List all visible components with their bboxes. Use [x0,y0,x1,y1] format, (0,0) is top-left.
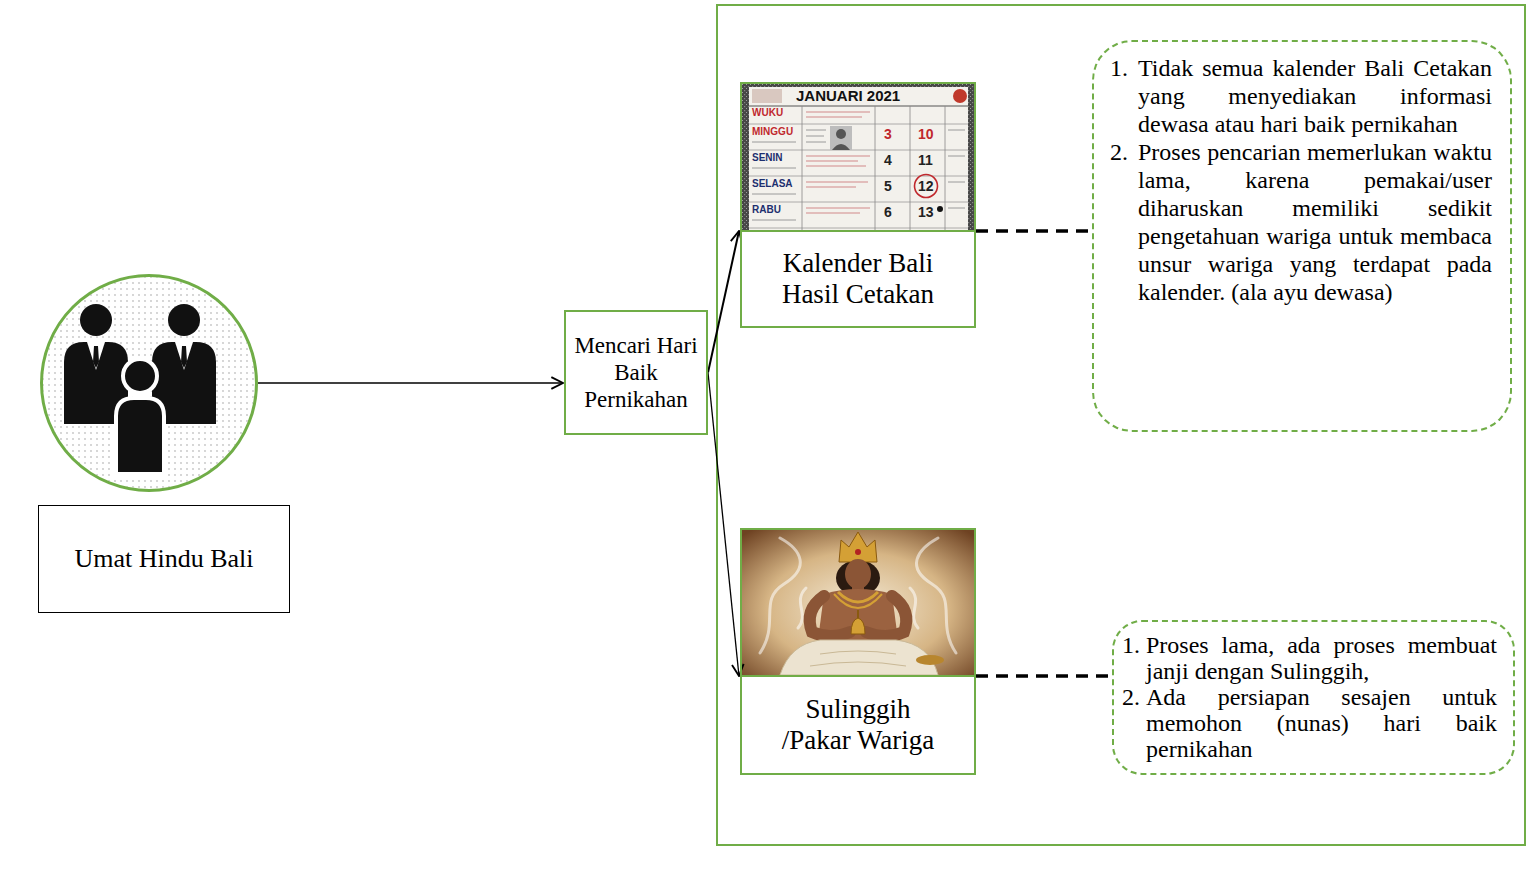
list-number: 2. [1122,684,1146,762]
list-item: Proses pencarian memerlukan waktu lama, … [1138,138,1492,306]
date-number: 12 [918,179,934,193]
people-icon [43,277,255,489]
date-number: 13 [918,205,934,219]
image-slot [742,530,974,675]
calendar-text: SENIN [752,153,783,163]
caption-area: Kalender Bali Hasil Cetakan [742,230,974,326]
date-number: 4 [884,153,892,167]
calendar-text: WUKU [752,108,783,118]
calendar-text: RABU [752,205,781,215]
list-number: 1. [1110,54,1138,138]
group-frame [717,5,1525,845]
list-grid: 1.Tidak semua kalender Bali Cetakan yang… [1110,54,1492,306]
node-label: Sulinggih /Pakar Wariga [771,694,946,756]
list-item: Proses lama, ada proses membuat janji de… [1146,632,1497,684]
source-box: Sulinggih /Pakar Wariga [740,528,976,775]
date-number: 3 [884,127,892,141]
list-item: Tidak semua kalender Bali Cetakan yang m… [1138,54,1492,138]
label-box: Umat Hindu Bali [38,505,290,613]
node-label: Kalender Bali Hasil Cetakan [771,248,946,310]
calendar-text: JANUARI 2021 [796,88,900,103]
node-label: Umat Hindu Bali [74,544,253,574]
list-item: Ada persiapan sesajen untuk memohon (nun… [1146,684,1497,762]
calendar-text: MINGGU [752,127,793,137]
process-box: Mencari Hari Baik Pernikahan [564,310,708,435]
arrow-connector [708,231,739,373]
list-grid: 1.Proses lama, ada proses membuat janji … [1122,632,1497,762]
note-box: 1.Proses lama, ada proses membuat janji … [1112,620,1515,775]
arrow-connector [708,373,739,677]
calendar-photo [740,82,976,230]
date-number: 6 [884,205,892,219]
date-number: 5 [884,179,892,193]
list-number: 2. [1110,138,1138,306]
date-number: 11 [918,153,933,167]
node-label: Mencari Hari Baik Pernikahan [572,332,700,413]
source-box: Kalender Bali Hasil Cetakan [740,82,976,328]
arrow-connector [258,382,563,384]
dashed-link [976,674,1111,678]
date-number: 10 [918,127,934,141]
list-number: 1. [1122,632,1146,684]
actor-circle: Umat Hindu Bali [40,274,258,492]
note-box: 1.Tidak semua kalender Bali Cetakan yang… [1092,40,1512,432]
priest-painting [740,528,976,675]
calendar-text: SELASA [752,179,793,189]
image-slot [742,84,974,230]
caption-area: Sulinggih /Pakar Wariga [742,675,974,773]
dashed-link [976,229,1091,233]
